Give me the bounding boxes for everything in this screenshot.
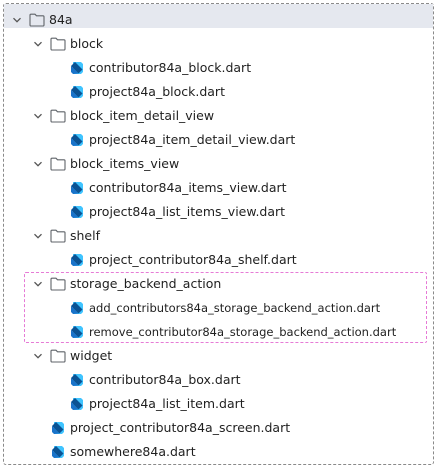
dart-file-icon <box>70 85 84 99</box>
dart-file-icon <box>70 397 84 411</box>
folder-label: block_items_view <box>70 156 180 171</box>
file-label: somewhere84a.dart <box>70 444 196 459</box>
file-label: remove_contributor84a_storage_backend_ac… <box>89 325 397 339</box>
tree-folder-block-items-view[interactable]: block_items_view <box>33 152 179 176</box>
folder-icon <box>50 37 66 51</box>
chevron-down-icon[interactable] <box>12 15 22 25</box>
folder-label: storage_backend_action <box>70 276 222 291</box>
chevron-down-icon[interactable] <box>33 159 43 169</box>
tree-file[interactable]: add_contributors84a_storage_backend_acti… <box>70 296 380 320</box>
folder-label: block <box>70 36 104 51</box>
folder-icon <box>29 13 45 27</box>
tree-file[interactable]: project84a_block.dart <box>70 80 225 104</box>
root-row-highlight <box>4 4 433 28</box>
folder-icon <box>50 109 66 123</box>
file-label: project84a_list_items_view.dart <box>89 204 286 219</box>
tree-file[interactable]: project84a_list_item.dart <box>70 392 245 416</box>
tree-file[interactable]: project_contributor84a_screen.dart <box>51 416 290 440</box>
tree-folder-block-item-detail-view[interactable]: block_item_detail_view <box>33 104 214 128</box>
highlighted-folder-outline <box>24 272 427 343</box>
dart-file-icon <box>70 205 84 219</box>
file-label: project_contributor84a_shelf.dart <box>89 252 297 267</box>
tree-file[interactable]: project84a_item_detail_view.dart <box>70 128 295 152</box>
folder-icon <box>50 277 66 291</box>
chevron-down-icon[interactable] <box>33 279 43 289</box>
file-label: contributor84a_items_view.dart <box>89 180 287 195</box>
folder-icon <box>50 349 66 363</box>
dart-file-icon <box>70 325 84 339</box>
tree-file[interactable]: contributor84a_box.dart <box>70 368 241 392</box>
tree-folder-widget[interactable]: widget <box>33 344 112 368</box>
dart-file-icon <box>70 253 84 267</box>
dart-file-icon <box>51 445 65 459</box>
folder-label: block_item_detail_view <box>70 108 215 123</box>
file-label: contributor84a_box.dart <box>89 372 241 387</box>
tree-folder-block[interactable]: block <box>33 32 103 56</box>
dart-file-icon <box>70 181 84 195</box>
tree-file[interactable]: project_contributor84a_shelf.dart <box>70 248 297 272</box>
dart-file-icon <box>70 373 84 387</box>
folder-label: 84a <box>49 12 73 27</box>
dart-file-icon <box>70 133 84 147</box>
chevron-down-icon[interactable] <box>33 111 43 121</box>
file-label: project84a_block.dart <box>89 84 225 99</box>
chevron-down-icon[interactable] <box>33 351 43 361</box>
dart-file-icon <box>51 421 65 435</box>
file-label: project_contributor84a_screen.dart <box>70 420 291 435</box>
dart-file-icon <box>70 301 84 315</box>
tree-file[interactable]: somewhere84a.dart <box>51 440 196 464</box>
folder-label: shelf <box>70 228 100 243</box>
file-label: add_contributors84a_storage_backend_acti… <box>89 301 381 315</box>
file-label: contributor84a_block.dart <box>89 60 252 75</box>
file-tree-panel <box>3 3 434 465</box>
chevron-down-icon[interactable] <box>33 39 43 49</box>
chevron-down-icon[interactable] <box>33 231 43 241</box>
tree-file[interactable]: contributor84a_block.dart <box>70 56 251 80</box>
tree-folder-84a[interactable]: 84a <box>12 8 73 32</box>
file-label: project84a_list_item.dart <box>89 396 245 411</box>
tree-folder-shelf[interactable]: shelf <box>33 224 100 248</box>
tree-file[interactable]: contributor84a_items_view.dart <box>70 176 287 200</box>
folder-label: widget <box>70 348 113 363</box>
folder-icon <box>50 229 66 243</box>
file-label: project84a_item_detail_view.dart <box>89 132 296 147</box>
dart-file-icon <box>70 61 84 75</box>
tree-file[interactable]: remove_contributor84a_storage_backend_ac… <box>70 320 396 344</box>
tree-file[interactable]: project84a_list_items_view.dart <box>70 200 285 224</box>
folder-icon <box>50 157 66 171</box>
tree-folder-storage-backend-action[interactable]: storage_backend_action <box>33 272 221 296</box>
